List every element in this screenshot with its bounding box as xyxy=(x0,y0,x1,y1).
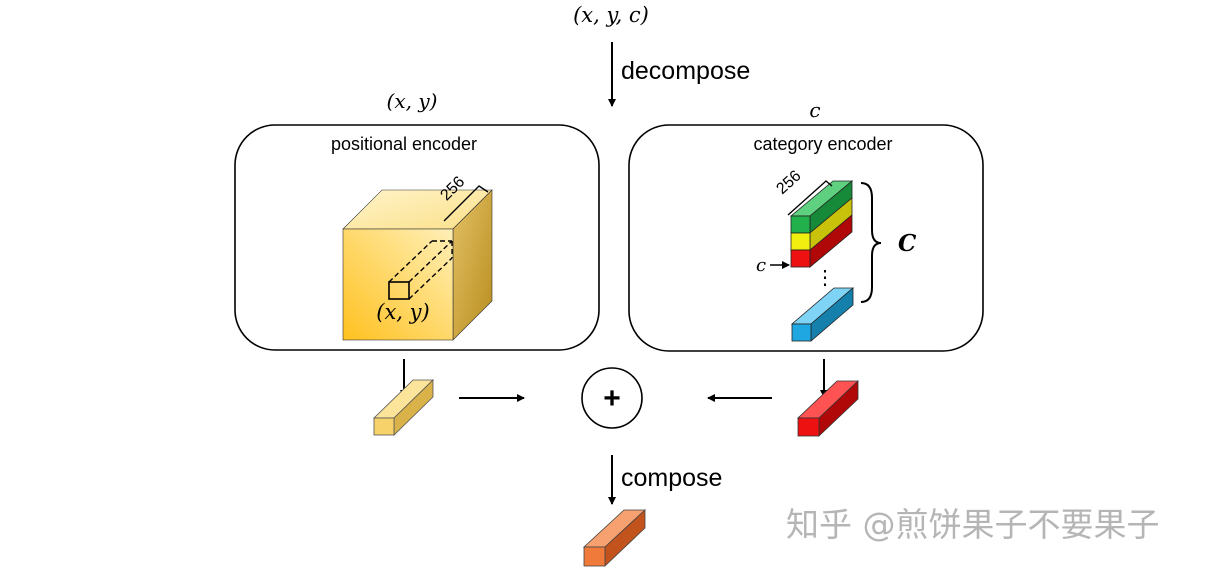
cube-front-face xyxy=(342,228,454,341)
category-count-label: C xyxy=(898,230,917,257)
category-row-blue xyxy=(791,323,812,342)
cube-position-label: (x, y) xyxy=(376,300,429,324)
positional-cube: 256 (x, y) xyxy=(342,173,493,341)
cube-dashed-column xyxy=(388,240,453,300)
category-row-pointer-label: c xyxy=(756,255,766,276)
category-input-label: c xyxy=(809,98,820,122)
category-row-red xyxy=(790,249,811,268)
category-ellipsis: ⋮ xyxy=(815,267,835,289)
category-row-yellow xyxy=(790,232,811,251)
category-encoder-title: category encoder xyxy=(753,134,892,154)
plus-node xyxy=(581,367,643,429)
positional-input-label: (x, y) xyxy=(387,89,438,113)
watermark: 知乎 @煎饼果子不要果子 xyxy=(786,505,1160,544)
category-row-green xyxy=(790,215,811,234)
plus-symbol: + xyxy=(603,382,621,415)
cube-position-cell xyxy=(388,281,410,300)
decompose-label: decompose xyxy=(621,57,750,85)
top-input-label: (x, y, c) xyxy=(573,3,649,27)
category-dim-bracket xyxy=(787,180,833,216)
composed-embedding xyxy=(582,509,647,567)
positional-embedding xyxy=(373,379,434,436)
positional-dim-bracket xyxy=(443,185,489,222)
category-count-brace xyxy=(860,182,882,303)
positional-encoder-title: positional encoder xyxy=(331,134,477,154)
category-embedding-stack xyxy=(789,180,855,342)
compose-label: compose xyxy=(621,464,722,492)
category-embedding xyxy=(796,380,860,437)
